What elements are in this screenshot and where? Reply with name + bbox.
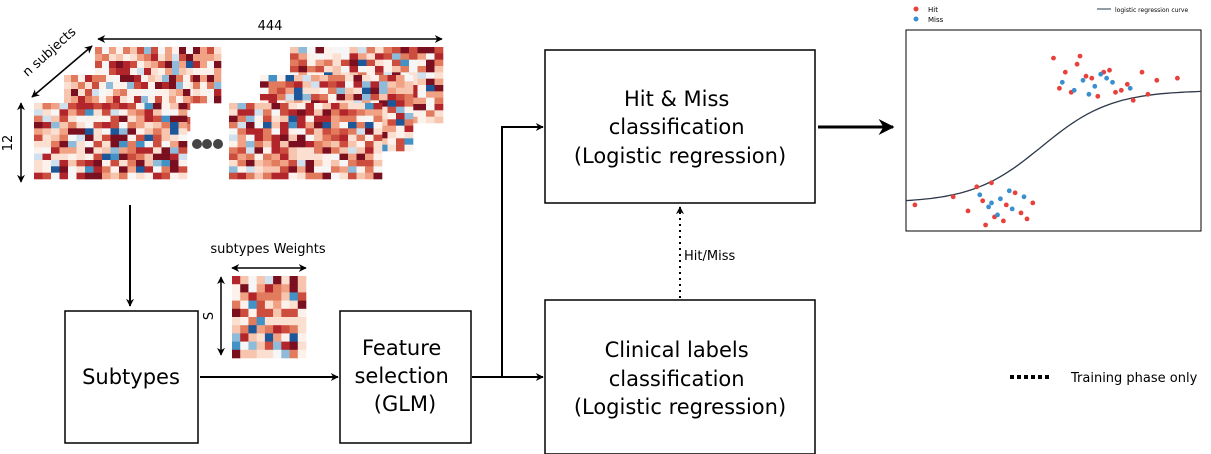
subtypes-box-label: Subtypes: [82, 365, 180, 389]
hit-point: [1062, 69, 1068, 75]
subtypes-line-1: Subtypes: [82, 365, 180, 389]
feature-selection-box-label: Feature selection (GLM): [354, 336, 455, 416]
hit-point: [1074, 61, 1080, 67]
legend-curve-label: logistic regression curve: [1115, 7, 1188, 14]
hit-point: [1018, 210, 1024, 216]
miss-point: [1104, 75, 1109, 81]
subject-matrices-stack: [34, 47, 444, 180]
legend-hit-marker: [913, 6, 919, 12]
hit-point: [1057, 85, 1062, 91]
miss-point: [1092, 83, 1098, 89]
logistic-curve-line: [905, 90, 1202, 202]
hit-point: [1030, 200, 1036, 206]
legend-miss-label: Miss: [928, 16, 944, 24]
hit-point: [983, 222, 988, 228]
hit-point: [989, 180, 994, 186]
hit-point: [1118, 87, 1124, 93]
hit-point: [1003, 202, 1009, 208]
miss-point: [1009, 206, 1015, 212]
miss-point: [986, 204, 991, 210]
hit-point: [1124, 81, 1130, 87]
feature-selection-line-1: Feature: [362, 336, 441, 360]
hit-point: [974, 184, 980, 190]
hit-point: [1012, 190, 1018, 196]
dim-s-label: S: [202, 312, 217, 320]
matrix-right-front: [229, 103, 383, 180]
dim-12-label: 12: [1, 135, 16, 152]
miss-point: [1059, 79, 1065, 85]
legend-miss-marker: [913, 16, 919, 22]
hit-point: [1107, 67, 1112, 73]
hit-point: [1051, 55, 1056, 61]
hit-point: [1175, 75, 1180, 81]
feature-selection-line-3: (GLM): [374, 392, 436, 416]
clinical-labels-classification-box: [544, 299, 816, 454]
clinical-box-label: Clinical labels classification (Logistic…: [574, 338, 786, 419]
hit-miss-box-label: Hit & Miss classification (Logistic regr…: [574, 87, 786, 168]
arrow-feature-to-hitmiss: [501, 123, 544, 377]
miss-point: [1098, 71, 1104, 77]
training-phase-label: Training phase only: [1070, 371, 1198, 386]
miss-point: [998, 196, 1003, 202]
feature-selection-line-2: selection: [354, 364, 448, 388]
hit-point: [1089, 75, 1095, 81]
ellipsis-icon: [192, 139, 223, 149]
hit-point: [1139, 69, 1145, 75]
hit-point: [1130, 97, 1136, 103]
feature-selection-box: [339, 310, 472, 444]
hit-point: [980, 198, 986, 204]
miss-point: [989, 200, 994, 206]
hit-point: [1154, 77, 1160, 83]
matrix-left-back: [95, 47, 222, 104]
matrix-left-front: [34, 103, 188, 180]
inset-scatter-chart: Hit Miss logistic regression curve: [905, 6, 1202, 232]
miss-point: [1110, 79, 1115, 85]
miss-point: [1006, 188, 1012, 194]
dim-444-label: 444: [258, 19, 283, 34]
miss-point: [1127, 85, 1133, 91]
dim-n-subjects-label: n subjects: [20, 25, 79, 81]
clinical-line-3: (Logistic regression): [574, 395, 786, 419]
hit-point: [1145, 91, 1151, 97]
hit-point: [1113, 89, 1118, 95]
chart-marks: [905, 53, 1202, 228]
hit-miss-line-1: Hit & Miss: [624, 87, 729, 111]
miss-point: [1086, 91, 1092, 97]
weights-matrix-cells: [232, 276, 307, 359]
miss-point: [1071, 87, 1077, 93]
hit-miss-classification-box: [544, 49, 816, 204]
dim-n-subjects-arrow: [31, 45, 93, 98]
subtypes-box: [64, 310, 199, 444]
miss-point: [995, 212, 1000, 218]
hit-point: [1024, 216, 1030, 222]
hit-point: [965, 208, 971, 214]
hit-point: [1077, 53, 1083, 59]
hit-point: [950, 194, 956, 200]
legend-hit-label: Hit: [928, 6, 938, 14]
clinical-line-1: Clinical labels: [605, 338, 749, 362]
hit-miss-line-3: (Logistic regression): [574, 144, 786, 168]
miss-point: [977, 192, 983, 198]
hit-point: [1083, 73, 1089, 79]
hit-point: [912, 202, 918, 208]
clinical-line-2: classification: [609, 367, 745, 391]
miss-point: [1080, 77, 1086, 83]
subtypes-weights-matrix: [232, 276, 307, 359]
subtypes-weights-label: subtypes Weights: [210, 242, 326, 257]
miss-point: [1021, 194, 1027, 200]
hit-point: [1001, 218, 1006, 224]
hit-miss-line-2: classification: [609, 115, 745, 139]
hit-miss-signal-label: Hit/Miss: [684, 249, 735, 264]
hit-point: [1095, 93, 1101, 99]
